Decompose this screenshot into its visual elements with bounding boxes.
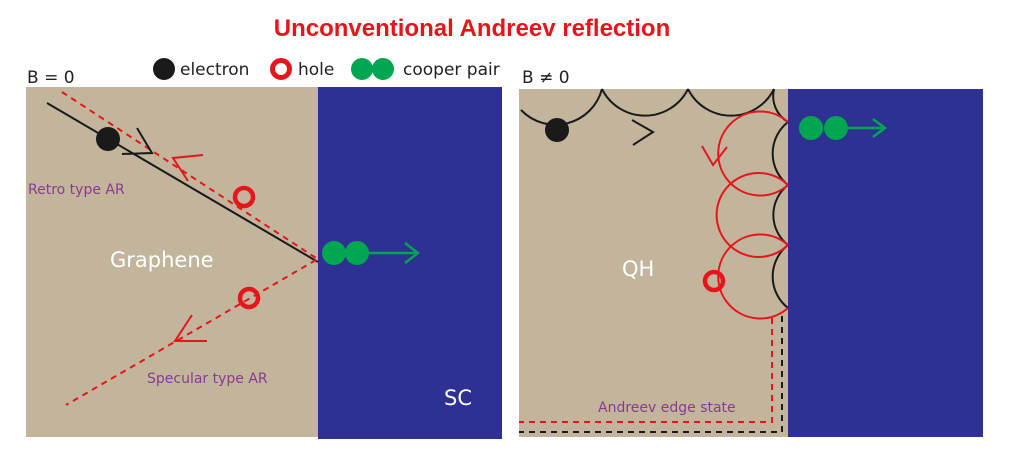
retro-hole-icon (232, 185, 256, 209)
electron-legend-icon (153, 58, 175, 80)
qh-label: QH (622, 257, 654, 281)
electron-icon (96, 127, 120, 151)
hole-direction-arrow-icon (701, 145, 728, 167)
hole-icon-right (702, 269, 726, 293)
retro-type-label: Retro type AR (28, 182, 125, 198)
left-panel: B = 0 Retro type AR Graphene Specular ty… (26, 68, 502, 439)
left-field-label: B = 0 (27, 68, 75, 88)
cooper-pair-legend-icon (351, 58, 394, 80)
cooper-pair-icon (322, 241, 421, 265)
superconductor-region (318, 87, 502, 439)
electron-trajectory (46, 102, 319, 263)
andreev-edge-electron-path (519, 316, 783, 433)
specular-type-label: Specular type AR (147, 371, 268, 387)
specular-hole-trajectory (65, 259, 317, 406)
electron-direction-arrow-icon (121, 127, 154, 155)
right-field-label: B ≠ 0 (522, 68, 570, 88)
andreev-edge-state-label: Andreev edge state (598, 400, 736, 416)
retro-direction-arrow-icon (171, 154, 204, 182)
quantum-hall-region (519, 89, 788, 437)
hole-skipping-orbits (715, 110, 789, 320)
sc-label: SC (444, 386, 472, 410)
specular-hole-icon (237, 286, 261, 310)
diagram-title: Unconventional Andreev reflection (274, 15, 671, 42)
legend-cooper-pair-label: cooper pair (403, 60, 500, 80)
electron-direction-arrow-icon-right (631, 119, 655, 146)
cooper-pair-icon-right (799, 116, 888, 140)
andreev-edge-hole-path (519, 318, 773, 423)
superconductor-region-right (788, 89, 983, 437)
electron-icon-right (545, 118, 569, 142)
graphene-label: Graphene (110, 248, 214, 272)
legend-hole-label: hole (298, 60, 334, 80)
legend-electron-label: electron (180, 60, 249, 80)
right-panel: B ≠ 0 QH Andreev edge st (519, 68, 983, 437)
specular-direction-arrow-icon (173, 314, 207, 342)
legend: electron hole cooper pair (153, 58, 500, 80)
hole-legend-icon (270, 58, 292, 80)
graphene-region (26, 87, 318, 437)
